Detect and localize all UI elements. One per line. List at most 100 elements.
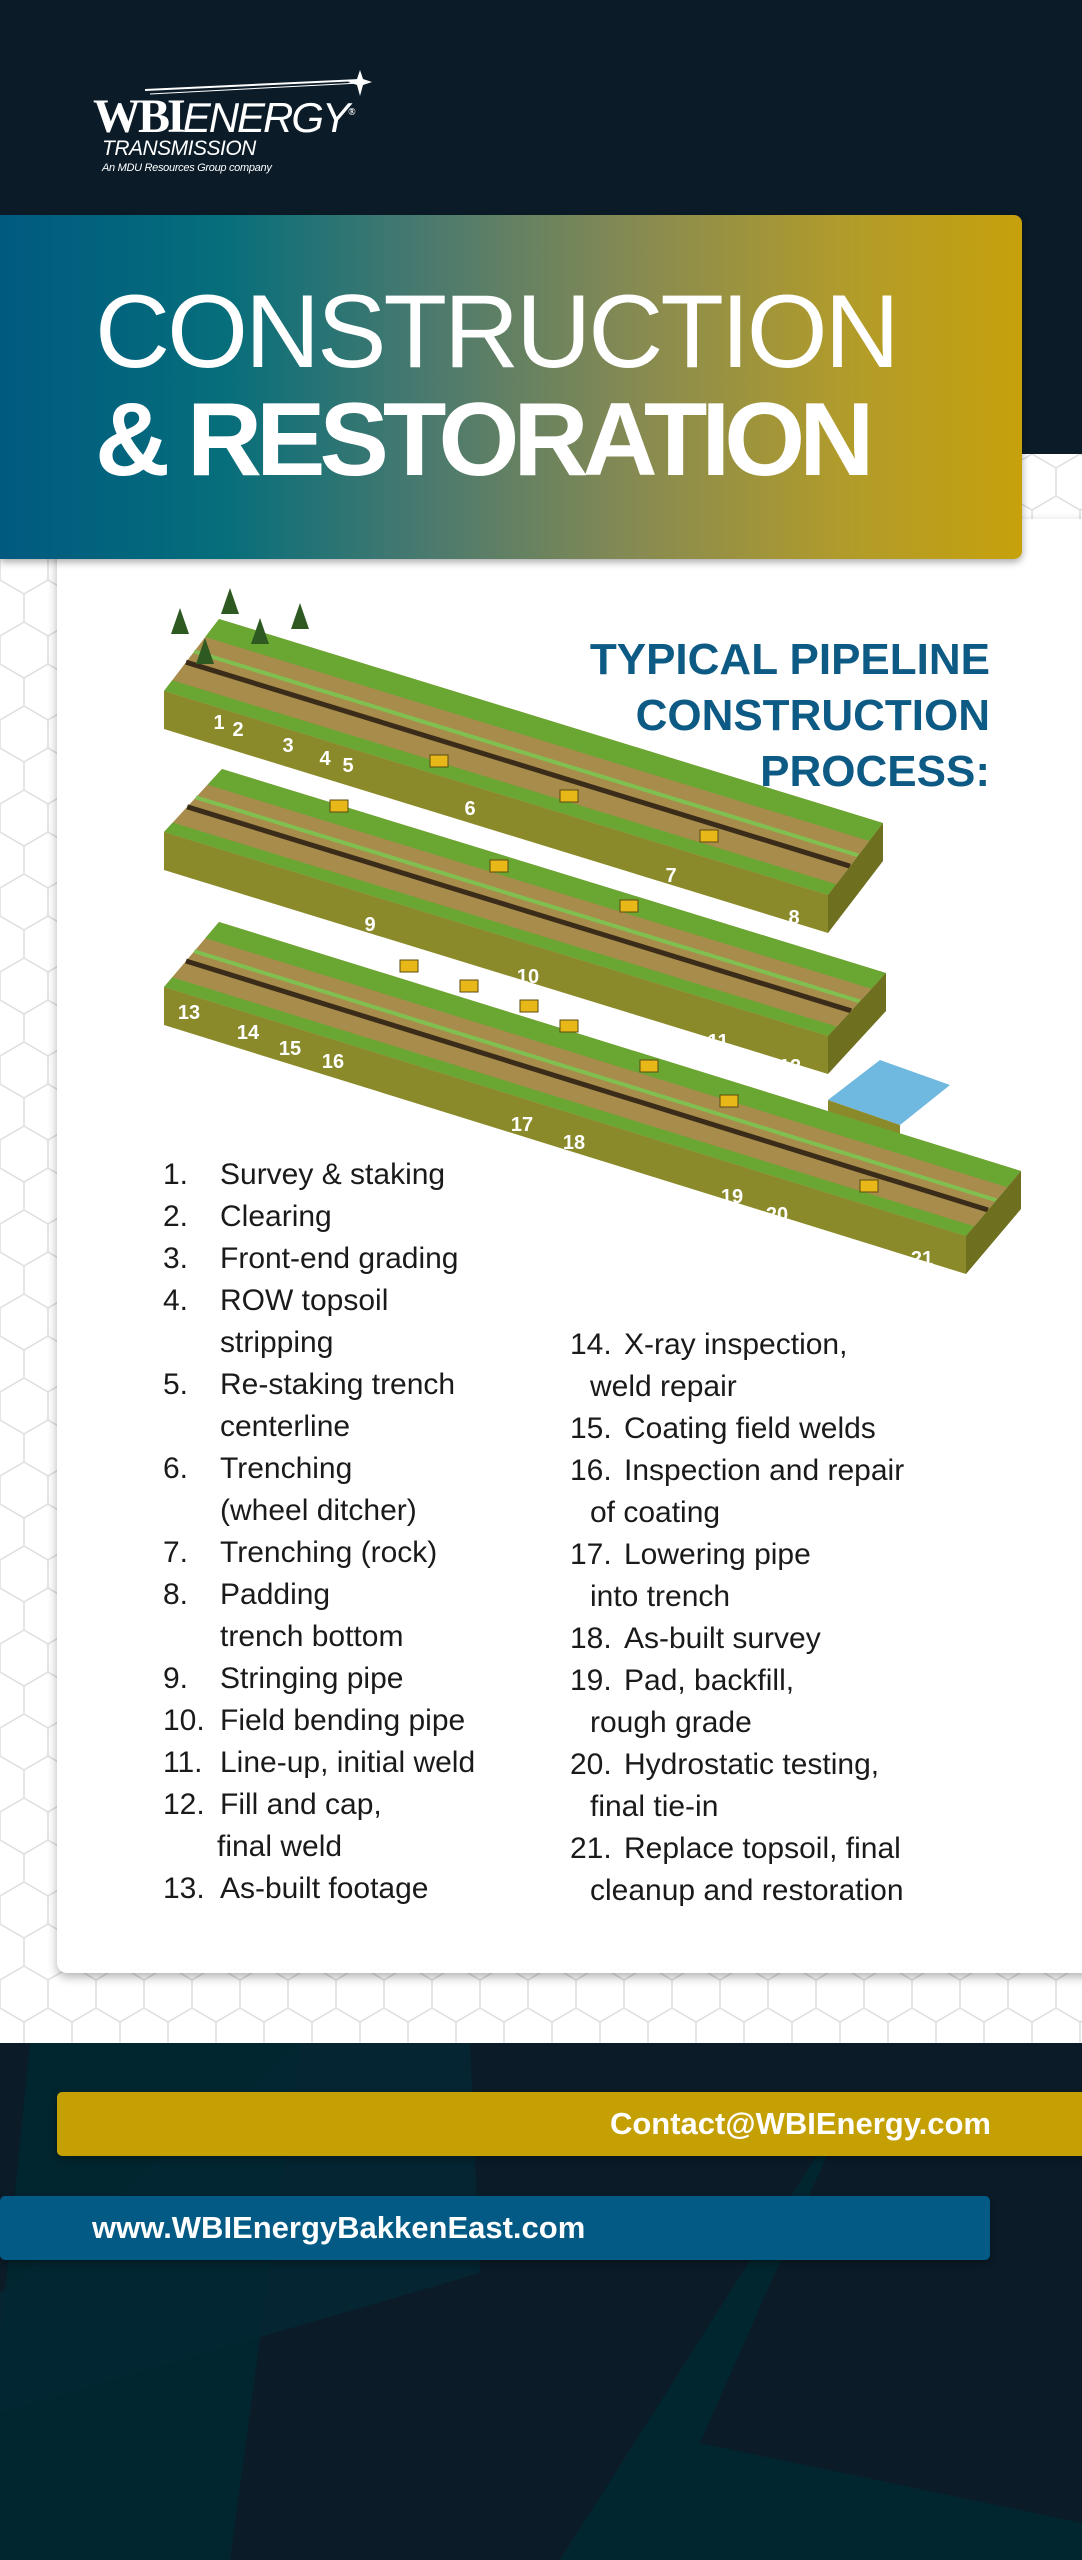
machinery (559, 789, 579, 803)
strip-top-3 (164, 922, 1021, 1236)
step-text: Coating field welds (624, 1412, 876, 1445)
step-number: 9. (163, 1662, 189, 1695)
step-text: Pad, backfill, (624, 1664, 795, 1697)
tree (196, 638, 214, 664)
step-text: Re-staking trench (220, 1368, 456, 1401)
logo-parent-company: An MDU Resources Group company (102, 162, 272, 174)
trench (185, 958, 989, 1213)
machinery (859, 1179, 879, 1193)
step-text: Trenching (220, 1452, 353, 1485)
strip-grass-front (164, 822, 837, 1036)
strip-end-face (966, 1171, 1021, 1274)
step-text: Front-end grading (220, 1242, 459, 1275)
strip-end-face (828, 973, 886, 1074)
tree (251, 618, 269, 644)
step-text: Fill and cap, (220, 1788, 382, 1821)
pond (828, 1060, 950, 1125)
process-title-line: CONSTRUCTION (635, 691, 990, 740)
diagram-step-label: 7 (665, 865, 676, 887)
step-number: 6. (163, 1452, 189, 1485)
step-number: 16. (570, 1454, 612, 1487)
step-number: 19. (570, 1664, 612, 1697)
process-title: TYPICAL PIPELINE CONSTRUCTION PROCESS: (590, 632, 990, 800)
machinery (489, 859, 509, 873)
step-number: 13. (163, 1872, 205, 1905)
step-text: Replace topsoil, final (624, 1832, 901, 1865)
step-number: 2. (163, 1200, 189, 1233)
tree (221, 588, 239, 614)
step-number: 20. (570, 1748, 612, 1781)
step-text: As-built survey (624, 1622, 821, 1655)
step-number: 15. (570, 1412, 612, 1445)
strip-top-1 (164, 619, 883, 895)
diagram-step-label: 18 (563, 1132, 585, 1154)
step-text: final weld (217, 1830, 343, 1863)
machinery (519, 999, 539, 1013)
contact-email-link[interactable]: Contact@WBIEnergy.com (609, 2106, 991, 2141)
trench (186, 804, 852, 1014)
pipe (193, 649, 859, 858)
machinery (699, 829, 719, 843)
step-text: final tie-in (590, 1790, 719, 1823)
diagram-step-label: 13 (178, 1002, 200, 1024)
website-link[interactable]: www.WBIEnergyBakkenEast.com (92, 2210, 586, 2245)
wbi-energy-logo: WBIENERGY® TRANSMISSION An MDU Resources… (90, 70, 390, 180)
strip-end-face (828, 823, 883, 933)
machinery (459, 979, 479, 993)
diagram-step-label: 4 (319, 748, 331, 770)
logo-wordmark: WBIENERGY® (93, 90, 356, 143)
step-text: of coating (590, 1496, 721, 1529)
strip-grass-back (205, 922, 1021, 1188)
step-text: Trenching (rock) (220, 1536, 438, 1569)
diagram-step-label: 6 (464, 798, 475, 820)
step-number: 12. (163, 1788, 205, 1821)
title-banner (0, 215, 1022, 559)
logo-division: TRANSMISSION (102, 137, 256, 160)
strip-front-face (164, 691, 828, 933)
step-number: 14. (570, 1328, 612, 1361)
step-text: stripping (220, 1326, 334, 1359)
machinery (719, 1094, 739, 1108)
pipe (195, 795, 861, 1004)
strip-grass-front (164, 977, 975, 1236)
strip-front-face (164, 987, 966, 1274)
step-text: ROW topsoil (220, 1284, 389, 1317)
machinery (619, 899, 639, 913)
machinery (329, 799, 349, 813)
process-title-line: TYPICAL PIPELINE (589, 635, 990, 684)
step-text: Survey & staking (220, 1158, 446, 1191)
step-text: (wheel ditcher) (220, 1494, 417, 1527)
diagram-step-label: 21 (911, 1248, 933, 1270)
pipe (193, 949, 997, 1203)
step-number: 17. (570, 1538, 612, 1571)
step-number: 8. (163, 1578, 189, 1611)
step-text: weld repair (590, 1370, 737, 1403)
diagram-step-label: 15 (279, 1038, 301, 1060)
diagram-step-label: 17 (511, 1114, 533, 1136)
step-number: 7. (163, 1536, 189, 1569)
machinery (399, 959, 419, 973)
machinery (559, 1019, 579, 1033)
machinery (639, 1059, 659, 1073)
step-text: into trench (590, 1580, 731, 1613)
diagram-step-label: 3 (282, 735, 293, 757)
diagram-step-label: 5 (342, 755, 353, 777)
step-text: Clearing (220, 1200, 332, 1233)
step-text: Padding (220, 1578, 331, 1611)
step-number: 10. (163, 1704, 205, 1737)
step-text: As-built footage (220, 1872, 429, 1905)
step-number: 4. (163, 1284, 189, 1317)
step-text: Stringing pipe (220, 1662, 404, 1695)
tree (291, 603, 309, 629)
step-text: X-ray inspection, (624, 1328, 848, 1361)
diagram-step-label: 11 (707, 1031, 728, 1053)
strip-grass-front (164, 680, 837, 895)
banner-title-line1: CONSTRUCTION (95, 274, 900, 390)
step-text: Lowering pipe (624, 1538, 811, 1571)
strip-grass-back (205, 619, 883, 841)
step-text: Line-up, initial weld (220, 1746, 476, 1779)
tree (171, 608, 189, 634)
step-text: centerline (220, 1410, 351, 1443)
banner-title-line2: & RESTORATION (95, 382, 874, 498)
